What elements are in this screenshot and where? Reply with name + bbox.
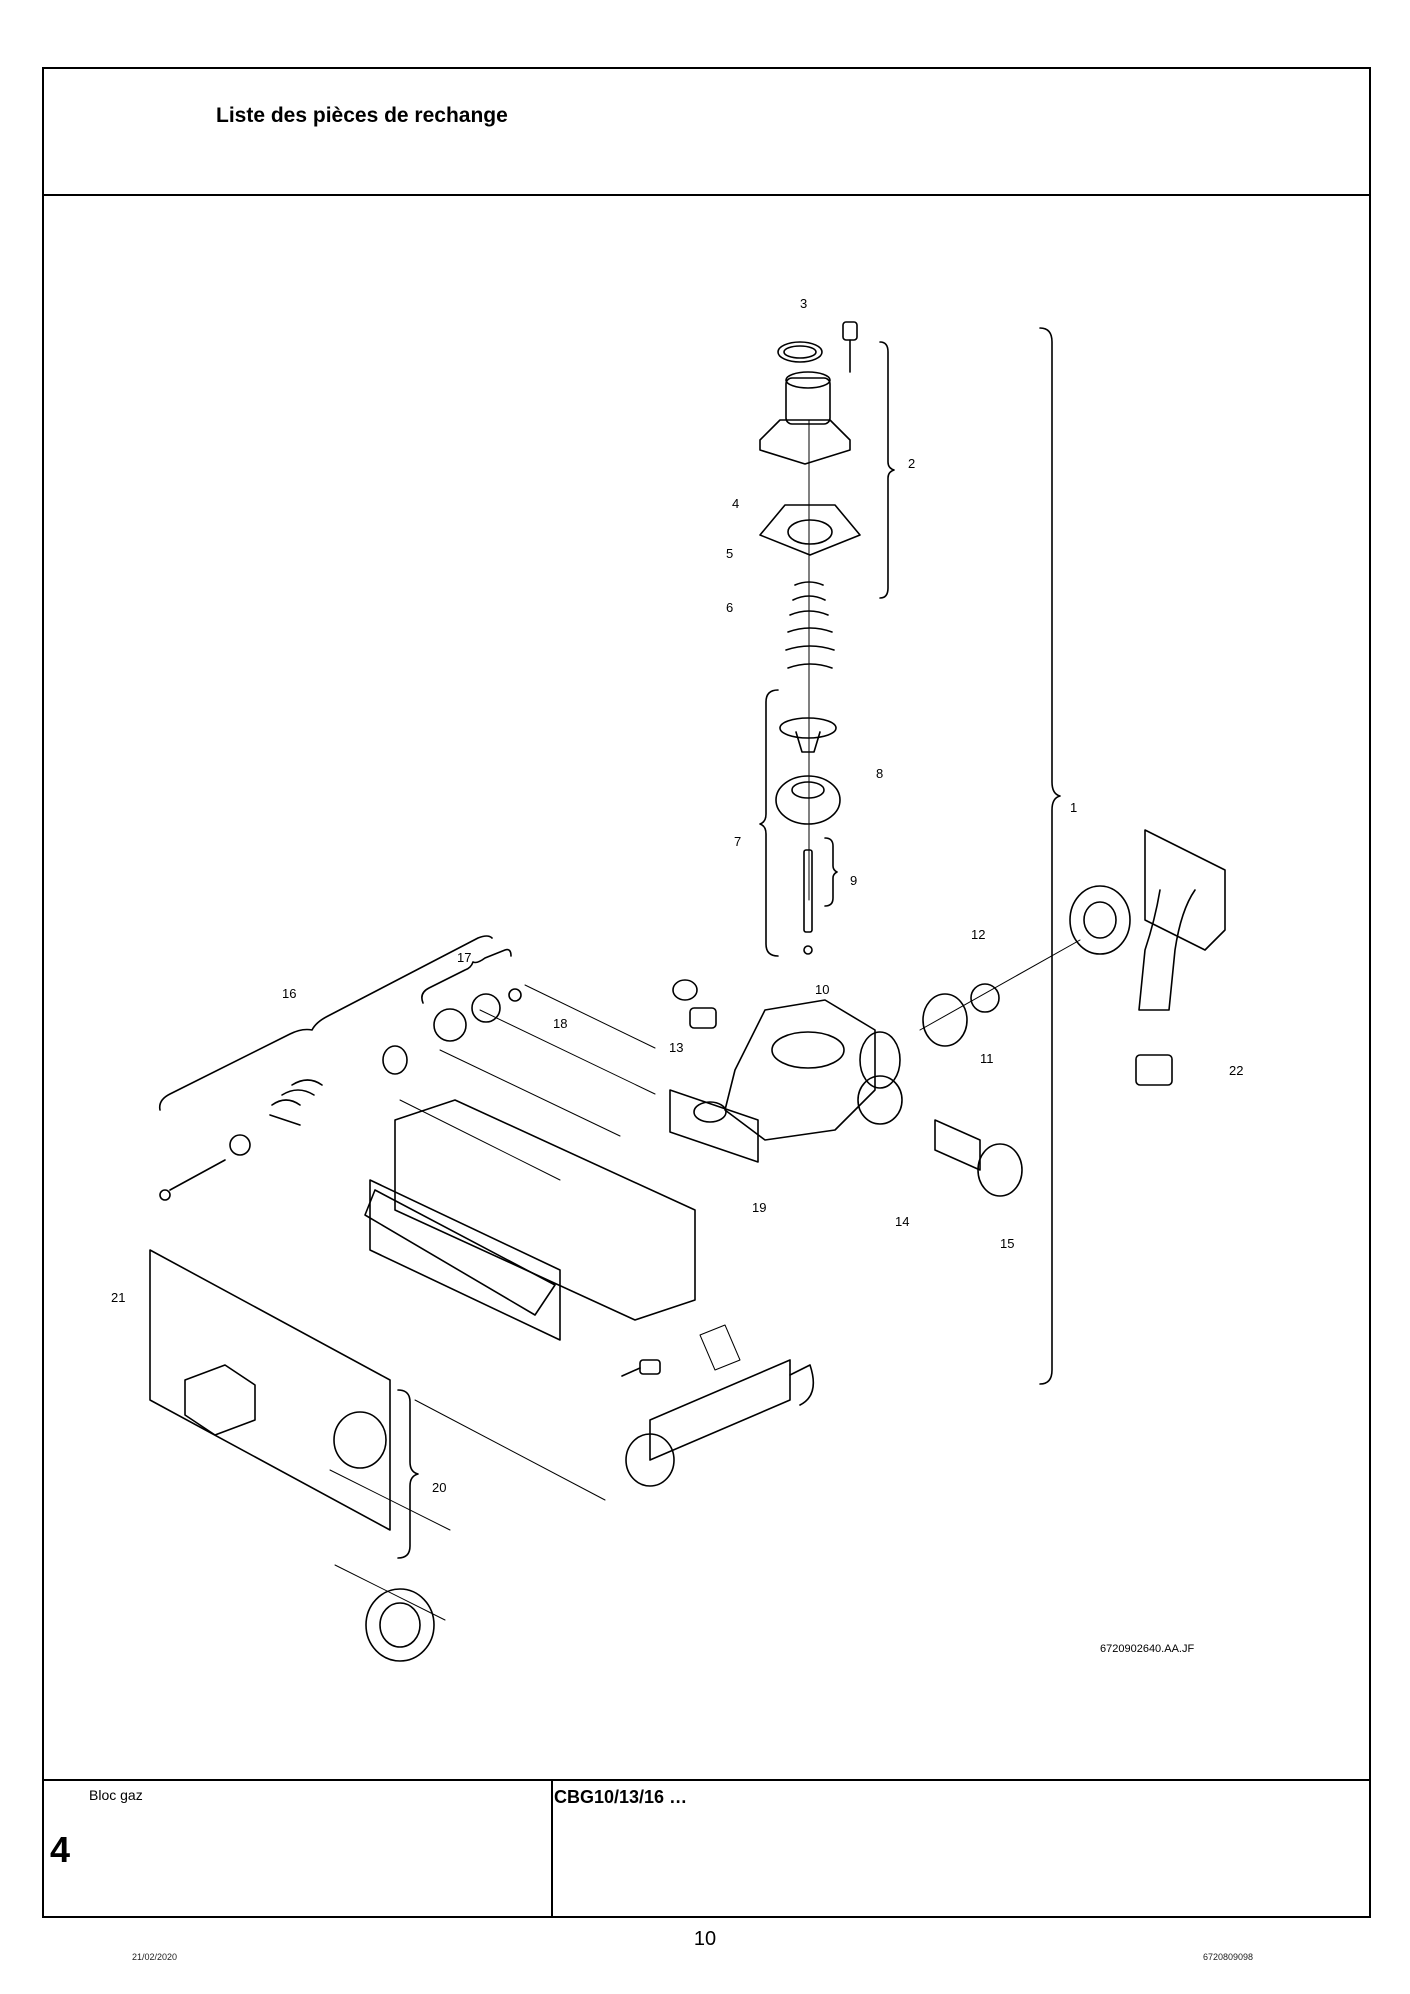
callout-17: 17 [457, 950, 471, 965]
callout-10: 10 [815, 982, 829, 997]
page-number: 10 [693, 1928, 717, 1950]
callout-1: 1 [1070, 800, 1077, 815]
callout-8: 8 [876, 766, 883, 781]
page-frame: Liste des pièces de rechange Bloc gaz 4 … [42, 67, 1371, 1918]
brace-7 [759, 689, 779, 957]
footer-column-divider [551, 1779, 553, 1918]
callout-7: 7 [734, 834, 741, 849]
callout-14: 14 [895, 1214, 909, 1229]
section-label: Bloc gaz [89, 1787, 143, 1803]
brace-1 [1039, 327, 1061, 1385]
brace-2 [879, 341, 895, 599]
page-title: Liste des pièces de rechange [216, 104, 508, 127]
callout-16: 16 [282, 986, 296, 1001]
callout-21: 21 [111, 1290, 125, 1305]
callout-11: 11 [980, 1051, 994, 1066]
callout-4: 4 [732, 496, 739, 511]
footer-date: 21/02/2020 [132, 1952, 178, 1962]
callout-12: 12 [971, 927, 985, 942]
brace-16 [158, 935, 493, 1111]
callout-15: 15 [1000, 1236, 1014, 1251]
callout-19: 19 [752, 1200, 766, 1215]
figure-code: 6720902640.AA.JF [1100, 1643, 1195, 1655]
callout-2: 2 [908, 456, 915, 471]
callout-5: 5 [726, 546, 733, 561]
callout-13: 13 [669, 1040, 683, 1055]
callout-3: 3 [800, 296, 807, 311]
model-designation: CBG10/13/16 … [554, 1787, 688, 1807]
brace-17 [421, 948, 512, 1004]
brace-9 [824, 837, 838, 907]
callout-9: 9 [850, 873, 857, 888]
callout-6: 6 [726, 600, 733, 615]
callout-18: 18 [553, 1016, 567, 1031]
callout-22: 22 [1229, 1063, 1243, 1078]
brace-20 [397, 1389, 419, 1559]
section-number: 4 [50, 1829, 71, 1870]
footer-divider [44, 1779, 1369, 1781]
header-divider [44, 194, 1369, 196]
callout-20: 20 [432, 1480, 446, 1495]
footer-doc-number: 6720809098 [1203, 1952, 1254, 1962]
